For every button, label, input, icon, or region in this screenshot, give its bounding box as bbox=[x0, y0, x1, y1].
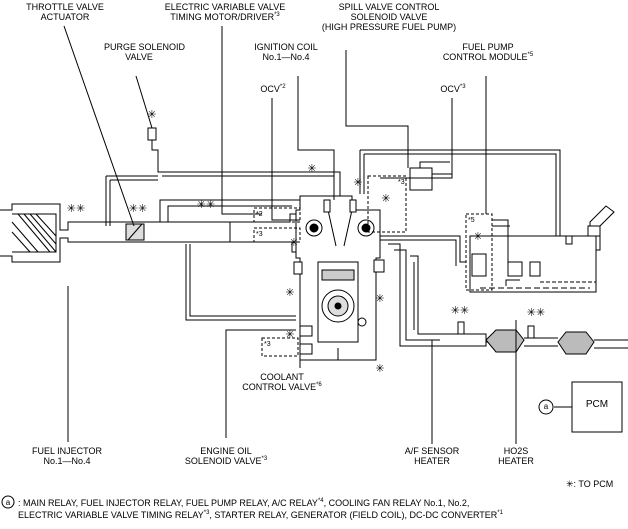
label-evvt-motor-driver: ELECTRIC VARIABLE VALVE TIMING MOTOR/DRI… bbox=[164, 2, 286, 22]
label-ho2s-heater: HO2S HEATER bbox=[498, 446, 534, 466]
note-star3-b: *3 bbox=[398, 179, 405, 186]
option-boxes bbox=[253, 175, 407, 357]
svg-text:✳: ✳ bbox=[289, 237, 298, 249]
svg-text:✳: ✳ bbox=[381, 193, 390, 205]
fuel-pipe-top bbox=[359, 149, 561, 236]
pcm-box bbox=[538, 381, 623, 433]
label-pcm: PCM bbox=[585, 399, 609, 410]
footnote-line-1: : MAIN RELAY, FUEL INJECTOR RELAY, FUEL … bbox=[18, 498, 470, 508]
coolant-pipes bbox=[380, 235, 466, 347]
svg-text:✳: ✳ bbox=[147, 109, 156, 121]
note-star2: *2 bbox=[256, 211, 263, 218]
svg-text:✳: ✳ bbox=[285, 287, 294, 299]
leader-lines bbox=[63, 25, 517, 444]
throttle-body bbox=[125, 223, 145, 241]
note-star3-a: *3 bbox=[256, 231, 263, 238]
label-fuel-pump-control-module: FUEL PUMP CONTROL MODULE*5 bbox=[442, 42, 534, 62]
label-engine-oil-solenoid-valve: ENGINE OIL SOLENOID VALVE*3 bbox=[184, 446, 268, 466]
svg-text:✳✳: ✳✳ bbox=[129, 203, 147, 215]
spill-valve-box bbox=[409, 161, 453, 191]
svg-text:✳: ✳ bbox=[375, 293, 384, 305]
svg-text:✳: ✳ bbox=[285, 329, 294, 341]
footnote-circle bbox=[1, 495, 15, 509]
note-star3-c: *3 bbox=[264, 341, 271, 348]
label-relay-circle: a bbox=[543, 402, 549, 411]
legend-star-icon: ✳ bbox=[566, 479, 574, 489]
engine-block bbox=[293, 195, 385, 361]
label-throttle-valve-actuator: THROTTLE VALVE ACTUATOR bbox=[26, 2, 104, 22]
intake-duct bbox=[0, 203, 231, 263]
svg-text:✳: ✳ bbox=[375, 363, 384, 375]
label-ocv-right: OCV*3 bbox=[440, 84, 466, 94]
legend-to-pcm: ✳: TO PCM bbox=[566, 479, 614, 489]
footnote-line-2: ELECTRIC VARIABLE VALVE TIMING RELAY*3, … bbox=[18, 510, 503, 520]
fuel-tank bbox=[469, 205, 615, 293]
label-fuel-injector: FUEL INJECTOR No.1—No.4 bbox=[31, 446, 102, 466]
label-purge-solenoid-valve: PURGE SOLENOID VALVE bbox=[104, 42, 186, 62]
svg-text:✳: ✳ bbox=[353, 177, 362, 189]
lower-pipes bbox=[185, 244, 296, 321]
label-af-sensor-heater: A/F SENSOR HEATER bbox=[404, 446, 460, 466]
pcm-marks: ✳✳ ✳✳ ✳✳ ✳ ✳ ✳ ✳ ✳ ✳ ✳ ✳ ✳ ✳✳ ✳✳ ✳ bbox=[67, 109, 545, 375]
footnote-circle-letter: a bbox=[5, 498, 11, 507]
label-ignition-coil: IGNITION COIL No.1—No.4 bbox=[254, 42, 318, 62]
svg-text:✳✳: ✳✳ bbox=[197, 199, 215, 211]
fuel-pump-module-box bbox=[465, 213, 510, 291]
note-star5: *5 bbox=[468, 217, 475, 224]
label-ocv-left: OCV*2 bbox=[260, 84, 286, 94]
svg-text:✳: ✳ bbox=[307, 163, 316, 175]
svg-text:✳✳: ✳✳ bbox=[67, 203, 85, 215]
exhaust-system bbox=[440, 321, 628, 355]
label-spill-valve: SPILL VALVE CONTROL SOLENOID VALVE (HIGH… bbox=[321, 2, 457, 32]
svg-text:✳✳: ✳✳ bbox=[451, 305, 469, 317]
svg-text:✳✳: ✳✳ bbox=[527, 307, 545, 319]
svg-text:✳: ✳ bbox=[473, 231, 482, 243]
label-coolant-control-valve: COOLANT CONTROL VALVE*6 bbox=[242, 372, 322, 392]
